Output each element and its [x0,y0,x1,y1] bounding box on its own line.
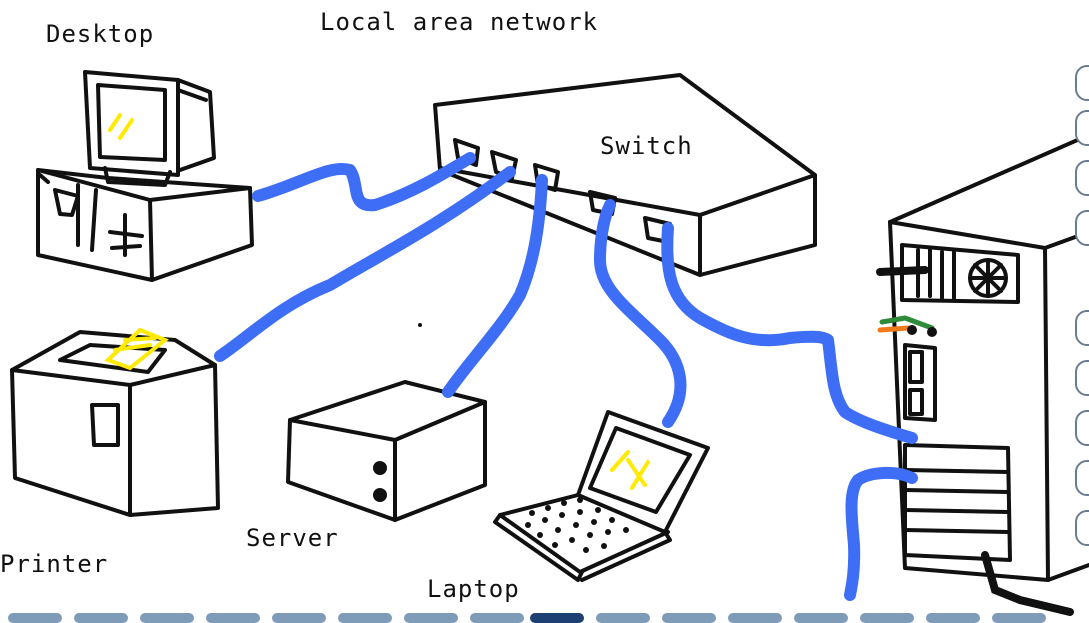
palette-tab[interactable] [272,613,326,623]
palette-tab[interactable] [74,613,128,623]
palette-tab[interactable] [206,613,260,623]
toolbar-button[interactable] [1075,360,1089,396]
palette-tab[interactable] [596,613,650,623]
switch-label: Switch [600,132,693,160]
toolbar-button[interactable] [1075,160,1089,196]
toolbar-button[interactable] [1075,310,1089,346]
palette-tab[interactable] [404,613,458,623]
power-cable-top [876,266,929,276]
toolbar-button[interactable] [1075,210,1089,246]
cable-printer-switch [214,166,516,362]
palette-tab[interactable] [926,613,980,623]
toolbar-button[interactable] [1075,110,1089,146]
green-audio-cable [879,315,935,331]
network-switch [433,73,817,277]
toolbar-button[interactable] [1075,510,1089,546]
diagram-title: Local area network [320,8,599,36]
desktop-label: Desktop [46,20,155,48]
server-label: Server [246,524,339,552]
toolbar-button[interactable] [1075,410,1089,446]
palette-tab[interactable] [860,613,914,623]
tower-computer [888,133,1089,582]
cable-tower-out [844,467,918,601]
laptop-label: Laptop [427,575,520,603]
power-cable-bottom [981,551,1074,616]
palette-tab[interactable] [728,613,782,623]
palette-tab[interactable] [992,613,1046,623]
screen-highlights [104,113,650,490]
palette-tab[interactable] [662,613,716,623]
toolbar-button[interactable] [1075,460,1089,496]
server [286,380,487,522]
desktop-computer [36,70,254,282]
palette-tab[interactable] [140,613,194,623]
palette-tab[interactable] [338,613,392,623]
right-toolbar [1075,0,1089,617]
cable-laptop-switch [594,199,687,428]
palette-tab[interactable] [8,613,62,623]
orange-audio-cable [877,325,911,333]
palette-tab[interactable] [794,613,848,623]
toolbar-button[interactable] [1075,65,1089,101]
laptop [493,410,710,582]
cable-server-switch [442,174,548,398]
cable-switch-tower [661,222,918,444]
palette-tab[interactable] [470,613,524,623]
printer-label: Printer [0,550,109,578]
bottom-palette [0,613,1089,623]
cable-desktop-switch [252,152,476,212]
palette-tab-active[interactable] [530,613,584,623]
printer [10,330,220,517]
